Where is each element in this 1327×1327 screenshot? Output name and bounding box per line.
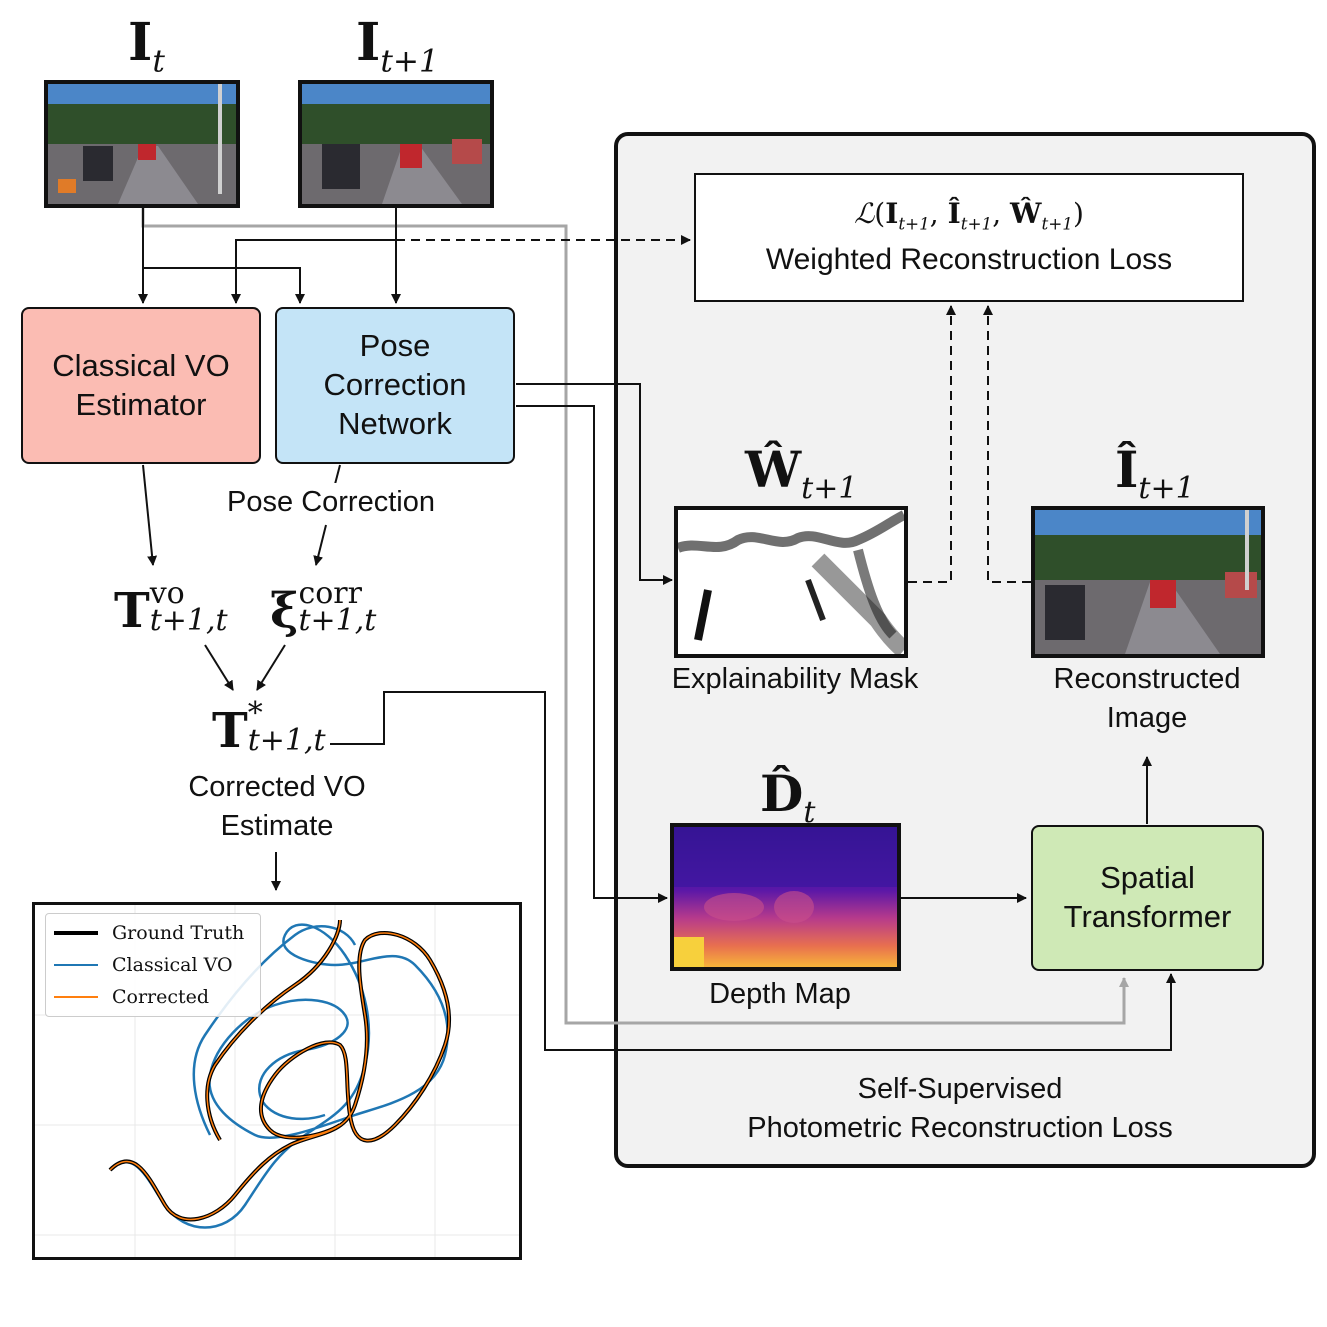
pose-net-line2: Correction — [323, 367, 467, 403]
explainability-mask-label: Explainability Mask — [671, 663, 919, 695]
pose-correction-network-box: Pose Correction Network — [275, 307, 515, 464]
arrow-It1-to-vo — [231, 239, 396, 304]
frame-t1-symbol: It+1 — [356, 12, 439, 80]
weighted-reconstruction-loss-box: ℒ(It+1, Ît+1, Ŵt+1) Weighted Reconstruct… — [694, 173, 1244, 302]
legend-label-corrected: Corrected — [112, 986, 210, 1008]
frame-t1-image — [298, 80, 494, 208]
legend-item: Corrected — [54, 986, 209, 1008]
plot-legend: Ground Truth Classical VO Corrected — [45, 913, 261, 1017]
D-hat-symbol: D̂t — [760, 764, 816, 830]
frame-t-symbol: It — [128, 12, 165, 80]
spatial-transformer-line2: Transformer — [1063, 899, 1232, 934]
corrected-path — [109, 932, 450, 1221]
pose-net-line1: Pose — [359, 328, 431, 364]
pose-correction-label: Pose Correction — [196, 483, 466, 523]
loss-label: Weighted Reconstruction Loss — [765, 243, 1173, 277]
legend-item: Ground Truth — [54, 922, 244, 944]
classical-vo-line1: Classical VO — [52, 347, 230, 383]
legend-item: Classical VO — [54, 954, 233, 976]
arrow-posenet-to-depth — [516, 405, 668, 903]
trajectory-plot: Ground Truth Classical VO Corrected — [32, 902, 522, 1260]
T-star-symbol: T*t+1,t — [212, 696, 326, 760]
arrow-vo-to-Tvo — [142, 464, 158, 566]
pose-net-line3: Network — [338, 405, 452, 441]
legend-swatch-classical-vo — [54, 964, 98, 966]
legend-swatch-corrected — [54, 996, 98, 998]
explainability-mask-image — [674, 506, 908, 658]
spatial-transformer-line1: Spatial — [1100, 860, 1195, 896]
classical-vo-estimator-box: Classical VO Estimator — [21, 307, 261, 464]
reconstructed-image — [1031, 506, 1265, 658]
loss-formula: ℒ(It+1, Ît+1, Ŵt+1) — [854, 197, 1084, 235]
arrow-posenet-to-xi-2 — [313, 524, 327, 566]
W-hat-symbol: Ŵt+1 — [745, 440, 858, 506]
corrected-path-2 — [206, 919, 341, 1141]
legend-label-ground-truth: Ground Truth — [112, 922, 245, 944]
depth-map-image — [670, 823, 901, 971]
arrow-Tstar-to-transformer — [330, 691, 1176, 1051]
classical-vo-line2: Estimator — [75, 386, 207, 422]
legend-label-classical-vo: Classical VO — [112, 954, 233, 976]
arrow-Tvo-to-Tstar — [204, 644, 234, 691]
dashed-recon-to-loss — [983, 305, 1031, 583]
legend-swatch-ground-truth — [54, 931, 98, 935]
depth-map-label: Depth Map — [709, 978, 851, 1010]
arrow-xi-to-Tstar — [256, 644, 286, 691]
spatial-transformer-box: Spatial Transformer — [1031, 825, 1264, 971]
arrow-posenet-to-mask — [516, 383, 673, 585]
frame-t-image — [44, 80, 240, 208]
dashed-mask-to-loss — [908, 305, 956, 583]
arrow-It-to-posenet — [143, 267, 305, 304]
I-hat-symbol: Ît+1 — [1115, 440, 1195, 506]
